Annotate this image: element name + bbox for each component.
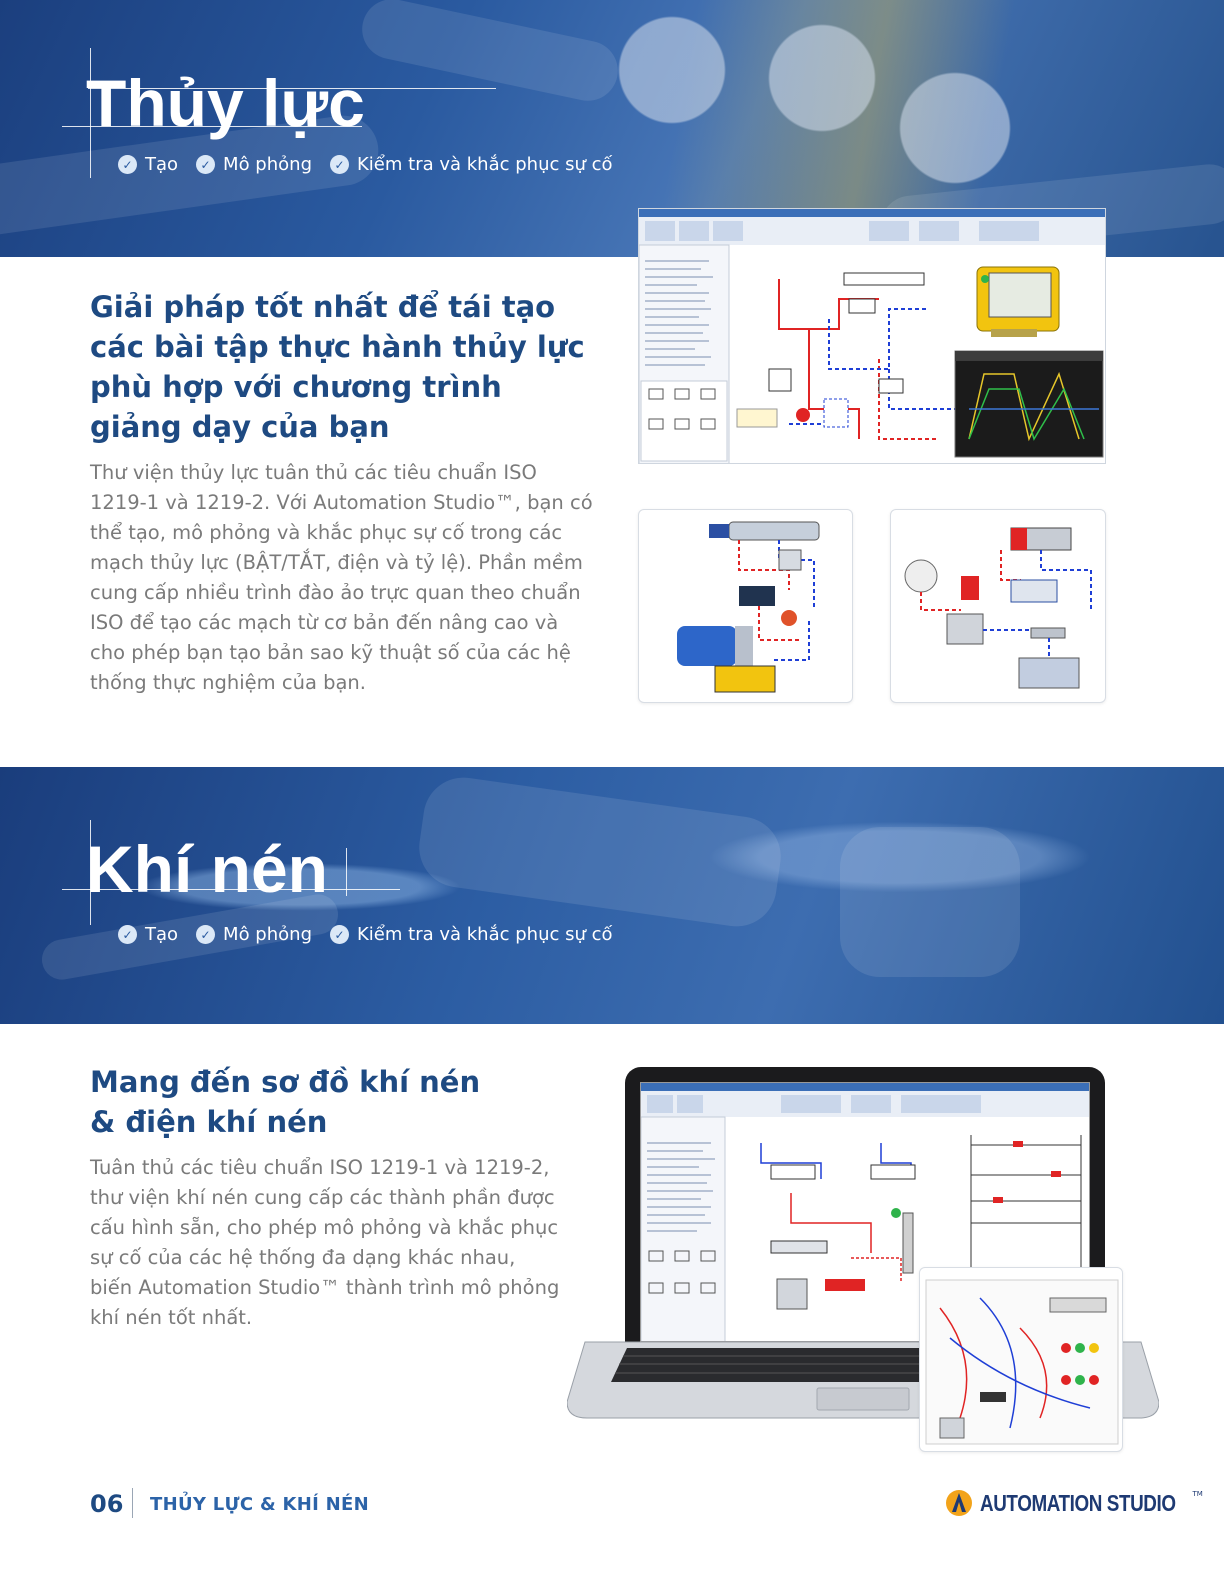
- check-circle-icon: ✓: [330, 925, 349, 944]
- pneumatics-body: Tuân thủ các tiêu chuẩn ISO 1219-1 và 12…: [90, 1156, 560, 1329]
- hydraulic-trainer-illustration: [677, 521, 820, 693]
- title-crosshair-vertical: [90, 48, 91, 178]
- hero-machine-decoration: [414, 772, 786, 932]
- check-circle-icon: ✓: [118, 155, 137, 174]
- brand-trademark: TM: [1192, 1490, 1203, 1498]
- tag-create: ✓Tạo: [118, 154, 178, 175]
- tag-create: ✓Tạo: [118, 924, 178, 945]
- check-circle-icon: ✓: [196, 155, 216, 174]
- tag-troubleshoot: ✓Kiểm tra và khắc phục sự cố: [330, 924, 613, 945]
- hero-machine-decoration: [840, 827, 1020, 977]
- pneumatic-trainer-illustration: [925, 1279, 1119, 1445]
- check-circle-icon: ✓: [118, 925, 137, 944]
- automation-studio-logo-icon: [946, 1490, 972, 1516]
- pneumatics-training-system-card: [919, 1267, 1123, 1452]
- hydraulics-circuit-diagram: [639, 209, 1105, 463]
- pneumatics-title: Khí nén: [86, 832, 328, 906]
- hydraulics-training-system-card-2: [890, 509, 1106, 703]
- hero-pipe-decoration: [356, 0, 624, 107]
- title-crosshair-right: [346, 848, 347, 896]
- tag-troubleshoot: ✓Kiểm tra và khắc phục sự cố: [330, 154, 613, 175]
- check-circle-icon: ✓: [196, 925, 216, 944]
- pneumatics-hero: [0, 767, 1224, 1024]
- brand-logo: AUTOMATION STUDIO TM: [944, 1488, 1203, 1518]
- pneumatics-tags: ✓Tạo ✓Mô phỏng ✓Kiểm tra và khắc phục sự…: [118, 924, 613, 945]
- footer-divider: [132, 1488, 133, 1518]
- hydraulics-software-screenshot: [638, 208, 1106, 464]
- tag-simulate: ✓Mô phỏng: [196, 924, 312, 945]
- title-crosshair-top: [88, 88, 496, 89]
- pneumatics-circuit-diagram: [641, 1083, 1089, 1341]
- page-number: 06: [90, 1490, 124, 1518]
- pneumatics-heading: Mang đến sơ đồ khí nén & điện khí nén: [90, 1065, 481, 1139]
- check-circle-icon: ✓: [330, 155, 349, 174]
- footer-section-label: THỦY LỰC & KHÍ NÉN: [150, 1494, 370, 1515]
- title-crosshair-horizontal: [62, 126, 362, 127]
- tag-simulate: ✓Mô phỏng: [196, 154, 312, 175]
- title-crosshair-vertical: [90, 820, 91, 925]
- brand-name: AUTOMATION STUDIO: [980, 1489, 1176, 1516]
- hydraulics-body: Thư viện thủy lực tuân thủ các tiêu chuẩ…: [90, 461, 593, 694]
- hydraulics-training-system-card-1: [638, 509, 853, 703]
- hydraulic-trainer-illustration: [904, 527, 1092, 689]
- hydraulics-tags: ✓Tạo ✓Mô phỏng ✓Kiểm tra và khắc phục sự…: [118, 154, 613, 175]
- title-crosshair-horizontal: [62, 889, 400, 890]
- hydraulics-heading: Giải pháp tốt nhất để tái tạo các bài tậ…: [90, 290, 585, 444]
- hydraulics-title: Thủy lực: [86, 66, 365, 140]
